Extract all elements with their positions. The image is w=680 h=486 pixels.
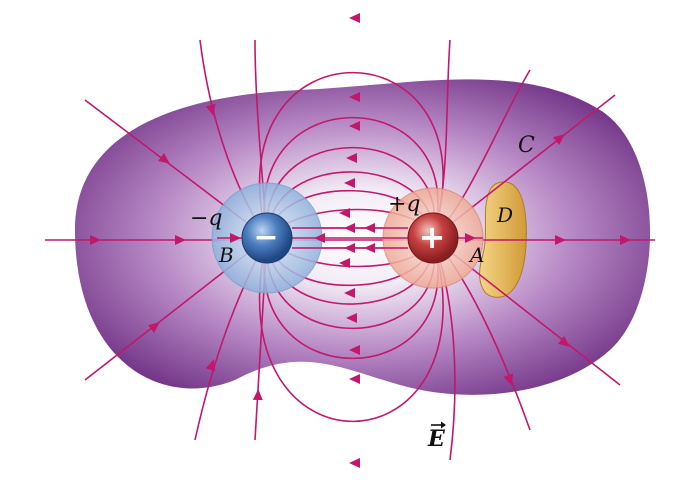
field-arrow-icon	[252, 389, 263, 401]
negative-charge-sphere	[241, 212, 293, 264]
field-arrow-icon	[364, 223, 375, 233]
label-surface-d: D	[496, 203, 513, 227]
field-arrow-icon	[344, 288, 355, 298]
field-arrow-icon	[314, 233, 325, 243]
field-arrow-icon	[344, 178, 355, 188]
field-arrow-icon	[339, 208, 350, 218]
label-field-e: E	[427, 426, 446, 452]
field-line	[258, 71, 444, 239]
label-surface-c: C	[518, 133, 535, 158]
minus-sign-icon: −	[253, 220, 278, 255]
electric-field-lines	[45, 13, 655, 468]
positive-charge-sphere	[407, 212, 459, 264]
field-arrow-icon	[349, 458, 360, 468]
plus-sign-icon: +	[419, 218, 446, 256]
field-arrow-icon	[620, 235, 631, 245]
field-arrow-icon	[364, 243, 375, 253]
field-arrow-icon	[552, 134, 565, 146]
field-arrow-icon	[349, 121, 360, 131]
gaussian-surface-c	[75, 79, 651, 395]
field-arrow-icon	[346, 313, 357, 323]
label-positive-charge: +q	[388, 192, 421, 217]
field-arrow-icon	[346, 153, 357, 163]
field-arrow-icon	[349, 92, 360, 102]
field-vector-label: E	[427, 421, 446, 452]
field-arrow-icon	[230, 233, 241, 243]
vector-arrow-icon	[431, 421, 446, 429]
field-arrow-icon	[147, 322, 160, 334]
field-arrow-icon	[349, 374, 360, 384]
field-arrow-icon	[205, 359, 216, 372]
field-line	[263, 237, 439, 360]
field-arrow-icon	[175, 235, 186, 245]
field-arrow-icon	[349, 345, 360, 355]
field-arrow-icon	[339, 258, 350, 268]
field-arrow-icon	[503, 373, 513, 386]
field-arrow-icon	[555, 235, 566, 245]
label-point-b: B	[218, 243, 234, 267]
label-point-a: A	[468, 243, 484, 267]
field-line	[263, 116, 439, 239]
field-arrow-icon	[349, 13, 360, 23]
field-arrow-icon	[465, 233, 476, 243]
field-arrow-icon	[157, 152, 170, 164]
label-negative-charge: −q	[190, 206, 223, 231]
field-arrow-icon	[557, 335, 570, 347]
field-arrow-icon	[205, 103, 216, 116]
field-arrow-icon	[90, 235, 101, 245]
